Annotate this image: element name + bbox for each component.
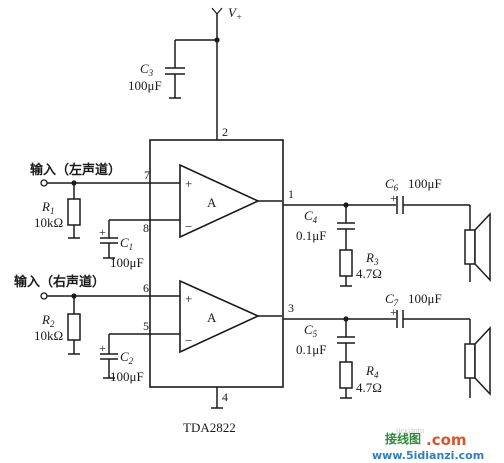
c5-designator: C5 <box>304 322 318 339</box>
svg-text:+: + <box>185 291 192 306</box>
right-input: 输入（右声道） 6 <box>14 274 180 300</box>
right-input-label: 输入（右声道） <box>14 274 105 290</box>
c1-value: 100μF <box>110 255 144 270</box>
c4-designator: C4 <box>304 208 318 225</box>
amplifier-1: + − A <box>179 163 260 239</box>
svg-text:.com: .com <box>426 431 467 449</box>
pin-2-label: 2 <box>222 125 228 139</box>
pin-1-label: 1 <box>288 187 294 201</box>
amp-2-label: A <box>207 310 217 325</box>
output-2-network: 3 C5 0.1μF R4 4.7Ω + C7 100μF <box>258 291 471 399</box>
supply-label: V+ <box>228 5 242 22</box>
amplifier-2: + − A <box>179 279 260 354</box>
svg-text:+: + <box>185 176 192 191</box>
svg-text:+: + <box>390 305 397 319</box>
c7-designator: C7 <box>385 291 399 308</box>
r2-designator: R2 <box>41 312 55 329</box>
amp-1-label: A <box>207 195 217 210</box>
c3-designator: C3 <box>140 61 154 78</box>
c6-value: 100μF <box>408 176 442 191</box>
c2-designator: C2 <box>120 349 134 366</box>
supply-terminal: V+ <box>175 5 242 140</box>
left-input: 输入（左声道） 7 <box>30 162 180 187</box>
chip-name: TDA2822 <box>183 420 236 435</box>
svg-text:+: + <box>99 341 106 355</box>
left-input-label: 输入（左声道） <box>30 162 121 178</box>
c4-value: 0.1μF <box>296 228 326 243</box>
pin-7-label: 7 <box>144 168 150 182</box>
pin-6-label: 6 <box>143 281 149 295</box>
pin-3-label: 3 <box>288 301 294 315</box>
c7-value: 100μF <box>408 291 442 306</box>
r1-designator: R1 <box>41 199 54 216</box>
capacitor-c3: C3 100μF <box>128 40 185 99</box>
c2-value: 100μF <box>110 369 144 384</box>
ic-body <box>149 139 284 388</box>
r3-designator: R3 <box>365 250 379 267</box>
svg-text:jiexiantu: jiexiantu <box>395 426 424 435</box>
r2-value: 10kΩ <box>34 328 63 343</box>
r1-value: 10kΩ <box>34 215 63 230</box>
c6-designator: C6 <box>385 176 399 193</box>
r4-designator: R4 <box>365 363 379 380</box>
resistor-r2: R2 10kΩ <box>34 296 81 355</box>
r3-value: 4.7Ω <box>356 266 382 281</box>
svg-text:www.5idianzi.com: www.5idianzi.com <box>372 449 484 462</box>
pin-5-label: 5 <box>143 319 149 333</box>
resistor-r1: R1 10kΩ <box>34 183 81 239</box>
c5-value: 0.1μF <box>296 342 326 357</box>
speaker-1-icon <box>464 212 491 282</box>
speaker-2-icon <box>464 326 491 396</box>
c3-value: 100μF <box>128 78 162 93</box>
r4-value: 4.7Ω <box>356 380 382 395</box>
capacitor-c1: 8 + C1 100μF <box>99 219 180 270</box>
capacitor-c2: 5 + C2 100μF <box>99 319 180 384</box>
watermark-logo: 接线图 .com www.5idianzi.com jiexiantu <box>372 426 484 462</box>
svg-text:+: + <box>390 191 397 205</box>
output-1-network: 1 C4 0.1μF R3 4.7Ω + C6 100μF <box>258 176 471 287</box>
svg-text:+: + <box>99 225 106 239</box>
svg-text:−: − <box>185 219 192 234</box>
pin-4-label: 4 <box>222 390 228 404</box>
c1-designator: C1 <box>120 235 133 252</box>
svg-text:−: − <box>185 333 192 348</box>
svg-text:接线图: 接线图 <box>385 431 421 446</box>
pin-8-label: 8 <box>143 221 149 235</box>
